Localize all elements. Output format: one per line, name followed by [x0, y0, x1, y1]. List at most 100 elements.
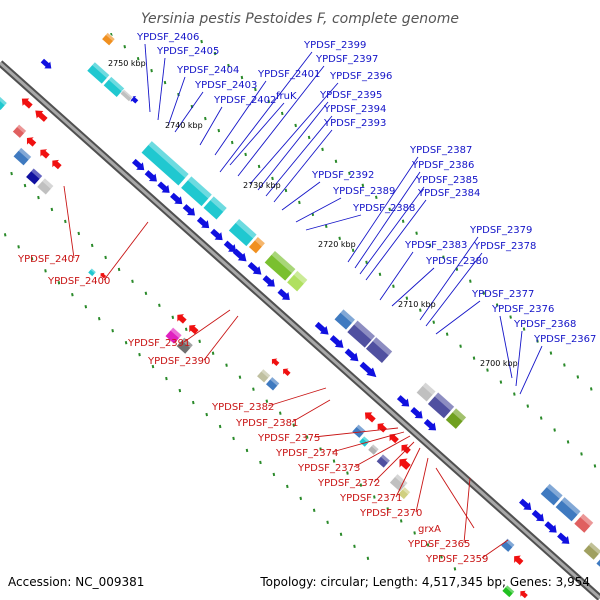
gene-block [228, 218, 258, 247]
gene-arrow [410, 407, 423, 419]
gene-arrow [196, 216, 210, 229]
gene-arrow [232, 248, 247, 262]
tick-mark [97, 316, 101, 321]
tick-mark [432, 320, 436, 324]
gene-label-reverse: grxA [418, 524, 441, 535]
gene-label-forward: YPDSF_2367 [533, 334, 596, 345]
gene-arrow [40, 149, 50, 159]
leader-line [365, 199, 427, 281]
tick-mark [230, 140, 234, 145]
gene-arrow [262, 275, 275, 287]
tick-mark [205, 412, 208, 417]
tick-mark [428, 243, 432, 247]
tick-mark [184, 327, 188, 331]
accession-text: Accession: NC_009381 [8, 575, 144, 589]
leader-line [203, 315, 239, 361]
tick-mark [348, 171, 351, 176]
leader-line [305, 214, 362, 231]
gene-arrow [519, 498, 532, 510]
gene-label-forward: YPDSF_2384 [417, 188, 480, 199]
gene-label-reverse: YPDSF_2370 [359, 508, 422, 519]
tick-mark [17, 245, 20, 249]
gene-block [263, 250, 297, 282]
leader-line [291, 399, 331, 423]
gene-arrow [399, 458, 411, 470]
tick-mark [499, 380, 503, 384]
tick-mark [265, 399, 269, 403]
gene-label-forward: YPDSF_2401 [257, 69, 320, 80]
tick-mark [324, 224, 328, 229]
gene-arrow [389, 433, 399, 444]
tick-mark [593, 464, 597, 468]
leader-line [519, 345, 543, 395]
leader-line [481, 539, 509, 559]
gene-label-reverse: YPDSF_2374 [275, 448, 338, 459]
label-leader-lines [63, 43, 543, 559]
tick-mark [326, 520, 329, 525]
gene-block [573, 512, 595, 534]
gene-block [175, 336, 194, 355]
tick-mark [472, 356, 476, 360]
gene-arrow [170, 192, 183, 205]
leader-line [144, 43, 151, 113]
tick-mark [294, 123, 297, 128]
tick-mark [440, 555, 443, 559]
gene-block [367, 443, 380, 456]
tick-mark [321, 147, 324, 152]
gene-block [12, 123, 27, 139]
gene-block [180, 175, 213, 207]
gene-label-reverse: YPDSF_2365 [407, 539, 470, 550]
tick-mark [245, 448, 249, 453]
gene-block [365, 336, 394, 364]
tick-mark [539, 416, 543, 420]
gene-label-forward: fruK [276, 91, 297, 102]
tick-mark [178, 388, 182, 393]
tick-mark [123, 44, 127, 49]
tick-mark [338, 236, 341, 241]
tick-mark [254, 87, 257, 92]
scale-label: 2700 kbp [480, 359, 518, 368]
gene-label-reverse: YPDSF_2372 [317, 478, 380, 489]
gene-label-reverse: YPDSF_2407 [17, 254, 80, 265]
tick-mark [124, 340, 128, 345]
tick-mark [238, 375, 242, 379]
gene-block [389, 473, 409, 493]
leader-line [267, 387, 327, 407]
gene-arrow [396, 395, 410, 407]
gene-label-forward: YPDSF_2385 [415, 175, 478, 186]
tick-mark [292, 423, 296, 427]
tick-mark [469, 279, 472, 283]
tick-mark [280, 111, 284, 116]
gene-arrow [557, 532, 570, 544]
tick-mark [204, 116, 207, 121]
gene-block [397, 486, 412, 500]
tick-mark [10, 171, 13, 176]
gene-label-forward: YPDSF_2368 [513, 319, 576, 330]
gene-label-forward: YPDSF_2395 [319, 90, 382, 101]
gene-label-forward: YPDSF_2386 [411, 160, 474, 171]
genome-backbone [0, 60, 600, 600]
gene-arrow [401, 444, 411, 454]
gene-label-forward: YPDSF_2387 [409, 145, 472, 156]
genome-summary-text: Topology: circular; Length: 4,517,345 bp… [259, 575, 590, 589]
scale-label: 2720 kbp [318, 240, 356, 249]
gene-block [248, 236, 266, 255]
tick-mark [566, 440, 570, 444]
leader-line [63, 185, 75, 259]
gene-block [346, 319, 376, 349]
tick-mark [312, 508, 316, 513]
gene-label-reverse: YPDSF_2373 [297, 463, 360, 474]
gene-label-reverse: YPDSF_2375 [257, 433, 320, 444]
gene-label-forward: YPDSF_2380 [425, 256, 488, 267]
tick-mark [227, 63, 230, 68]
gene-arrow [52, 159, 62, 170]
leader-line [463, 477, 471, 544]
tick-mark [218, 424, 222, 429]
gene-arrow [344, 348, 359, 362]
tick-mark [279, 411, 282, 415]
tick-mark [90, 243, 94, 248]
tick-mark [576, 375, 580, 379]
gene-block [582, 541, 600, 561]
gene-block [202, 195, 228, 221]
tick-mark [366, 556, 370, 560]
